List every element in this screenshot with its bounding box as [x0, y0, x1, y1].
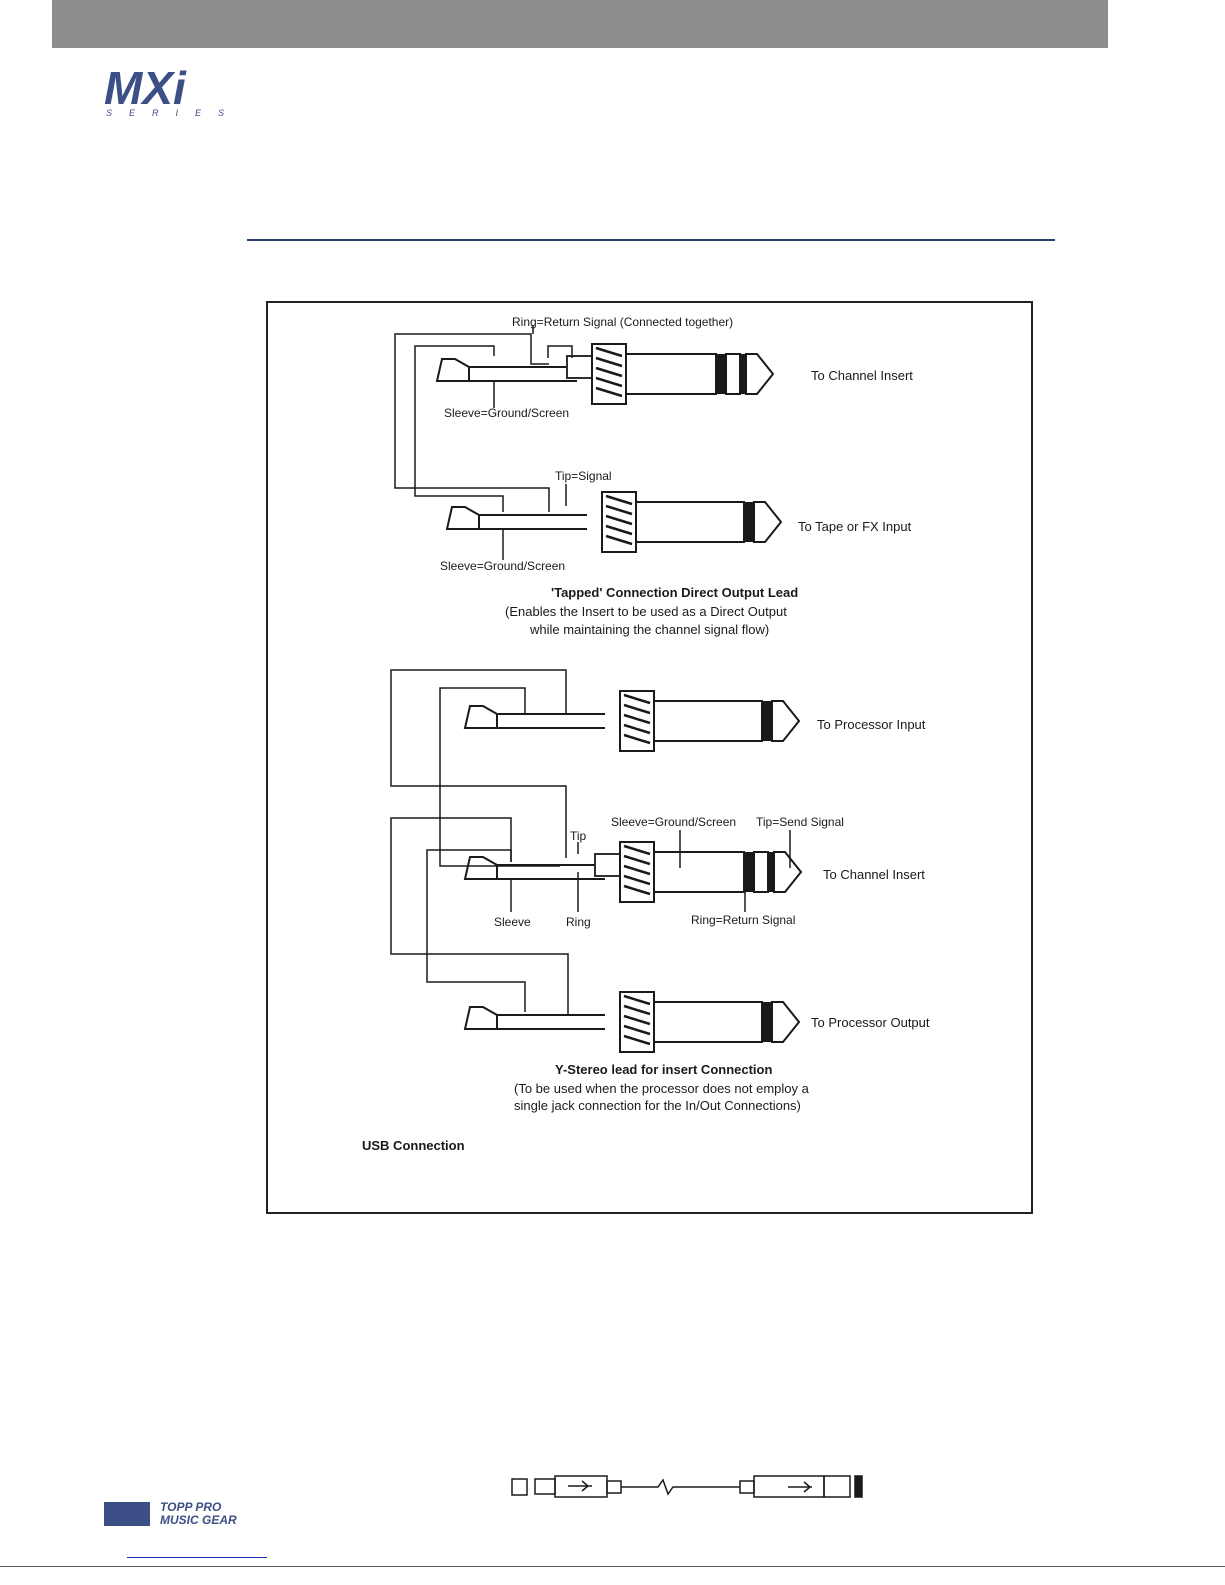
ring-return-label-2: Ring=Return Signal	[691, 913, 796, 927]
page-bottom-rule	[0, 1566, 1225, 1567]
logo-subtext: SERIES	[106, 108, 241, 118]
ring-return-label: Ring=Return Signal (Connected together)	[512, 315, 734, 329]
sleeve-label: Sleeve	[494, 915, 531, 929]
header-bar	[52, 0, 1108, 48]
logo-wordmark: MXi	[104, 66, 187, 114]
tapped-caption-line1: (Enables the Insert to be used as a Dire…	[505, 604, 787, 619]
ystereo-caption-title: Y-Stereo lead for insert Connection	[555, 1062, 773, 1077]
mxi-logo: MXi SERIES	[104, 66, 241, 118]
sleeve-ground-label: Sleeve=Ground/Screen	[444, 406, 570, 420]
ring-label: Ring	[566, 915, 591, 929]
usb-cable	[511, 1475, 863, 1498]
footer-brand-block	[104, 1502, 150, 1526]
to-tape-fx-label: To Tape or FX Input	[798, 519, 912, 534]
jack-plug-tape-fx-input	[445, 490, 783, 554]
to-processor-output-label: To Processor Output	[811, 1015, 930, 1030]
figure-frame	[266, 301, 1033, 1214]
tapped-wiring	[394, 325, 573, 560]
tip-signal-label: Tip=Signal	[555, 469, 612, 483]
to-channel-insert-label-2: To Channel Insert	[823, 867, 925, 882]
jack-plug-channel-insert-2	[463, 840, 803, 904]
jack-plug-channel-insert-1	[435, 342, 775, 406]
jack-plug-processor-input	[463, 689, 801, 753]
sleeve-ground-label-3: Sleeve=Ground/Screen	[611, 815, 737, 829]
jack-plug-processor-output	[463, 990, 801, 1054]
to-channel-insert-label: To Channel Insert	[811, 368, 913, 383]
section-rule	[247, 239, 1055, 241]
ystereo-caption-line1: (To be used when the processor does not …	[514, 1081, 809, 1096]
to-processor-input-label: To Processor Input	[817, 717, 926, 732]
footer-brand-line1: TOPP PRO	[160, 1500, 222, 1514]
sleeve-ground-label-2: Sleeve=Ground/Screen	[440, 559, 566, 573]
ystereo-caption-line2: single jack connection for the In/Out Co…	[514, 1098, 801, 1113]
tip-send-label: Tip=Send Signal	[756, 815, 844, 829]
tapped-caption-title: 'Tapped' Connection Direct Output Lead	[551, 585, 799, 600]
footer-brand-line2: MUSIC GEAR	[160, 1513, 237, 1527]
footer-link-underline[interactable]	[127, 1557, 267, 1558]
ystereo-wiring	[390, 669, 791, 1014]
tapped-caption-line2: while maintaining the channel signal flo…	[530, 622, 770, 637]
usb-connection-title: USB Connection	[362, 1138, 465, 1153]
tip-label: Tip	[570, 829, 587, 843]
